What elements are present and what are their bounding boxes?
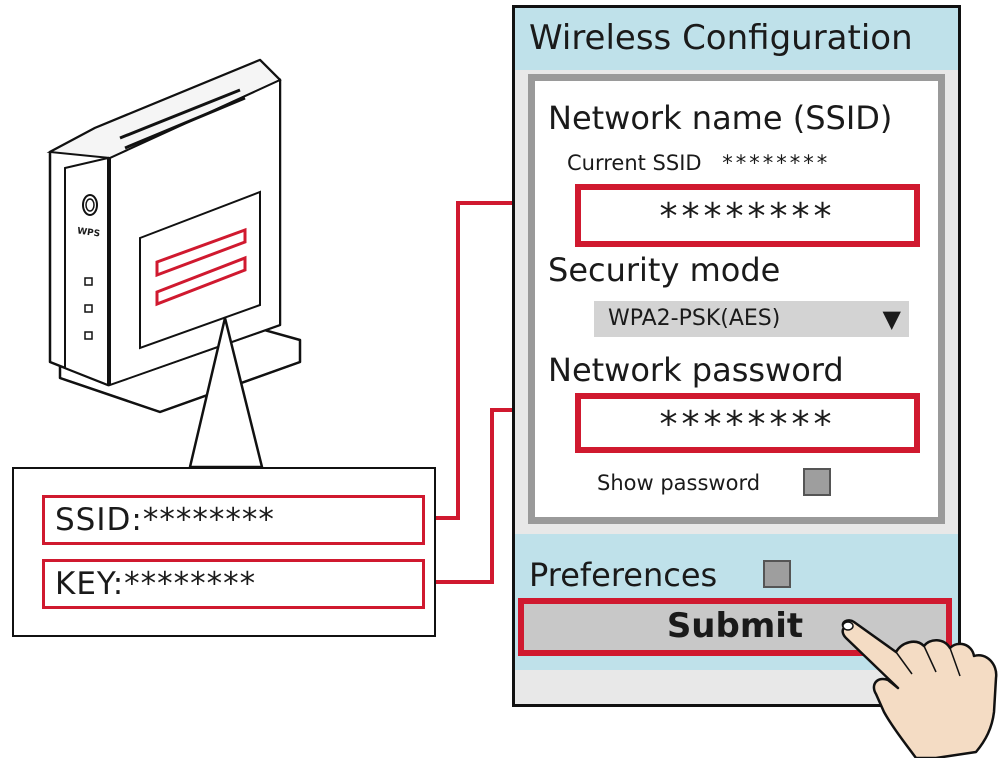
password-heading: Network password [548, 351, 844, 389]
form-frame: Network name (SSID) Current SSID *******… [528, 74, 945, 524]
password-input[interactable]: ******** [575, 393, 920, 453]
ssid-input[interactable]: ******** [575, 184, 920, 247]
security-mode-heading: Security mode [548, 251, 781, 289]
preferences-checkbox[interactable] [763, 560, 791, 588]
chevron-down-icon[interactable]: ▼ [882, 305, 901, 333]
key-label-line: KEY:******** [42, 559, 425, 609]
wps-button-icon [82, 194, 98, 216]
security-mode-select[interactable]: WPA2-PSK(AES) ▼ [594, 301, 909, 337]
ssid-label-line: SSID:******** [42, 495, 425, 545]
network-name-heading: Network name (SSID) [548, 99, 893, 137]
router-device-icon [46, 58, 302, 414]
wireless-config-panel: Wireless Configuration Network name (SSI… [512, 5, 961, 707]
current-ssid-label: Current SSID ******** [567, 151, 831, 175]
pointing-hand-icon [841, 619, 998, 758]
title-bar [515, 8, 958, 70]
show-password-label: Show password [597, 471, 761, 495]
show-password-checkbox[interactable] [803, 468, 831, 496]
router-label-box: SSID:******** KEY:******** [12, 467, 436, 637]
preferences-label: Preferences [529, 556, 718, 594]
panel-title: Wireless Configuration [529, 18, 913, 58]
